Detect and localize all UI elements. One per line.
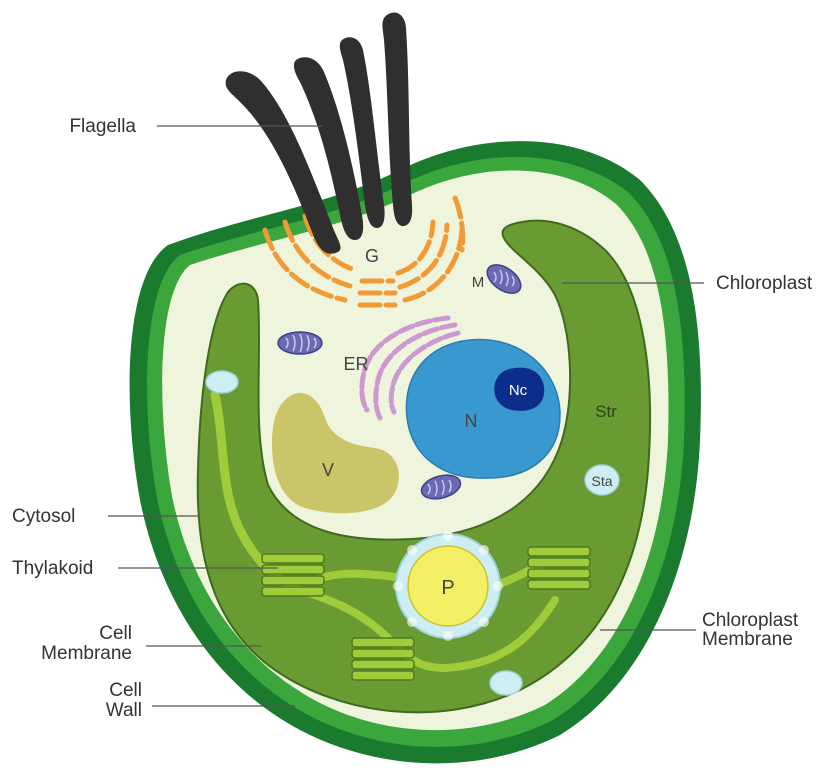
vacuole-label: V	[322, 460, 334, 480]
starch-label: Sta	[591, 473, 612, 489]
thylakoid-label: Thylakoid	[12, 558, 93, 579]
er-label: ER	[343, 354, 368, 374]
chloroplast-label: Chloroplast	[716, 273, 813, 294]
cell-wall-label-line2: Wall	[106, 700, 142, 721]
nucleus-label: N	[465, 411, 478, 431]
chloroplast-membrane-label-line2: Membrane	[702, 629, 793, 650]
cytosol-label: Cytosol	[12, 506, 75, 527]
mitochondrion-left	[278, 332, 322, 354]
flagella-label: Flagella	[69, 116, 136, 137]
pyrenoid-label: P	[441, 577, 454, 599]
chloroplast-membrane-label-line1: Chloroplast	[702, 610, 799, 631]
golgi-label: G	[365, 246, 379, 266]
cell-wall-label-line1: Cell	[109, 680, 142, 701]
mitochondrion-label: M	[472, 274, 485, 291]
cell-membrane-label-line2: Membrane	[41, 643, 132, 664]
stroma-label: Str	[595, 402, 617, 421]
nucleolus-label: Nc	[509, 382, 528, 399]
cell-membrane-label-line1: Cell	[99, 623, 132, 644]
starch-grain-bottom	[490, 671, 522, 695]
starch-grain-upper-left	[206, 371, 238, 393]
flagella	[226, 13, 413, 254]
